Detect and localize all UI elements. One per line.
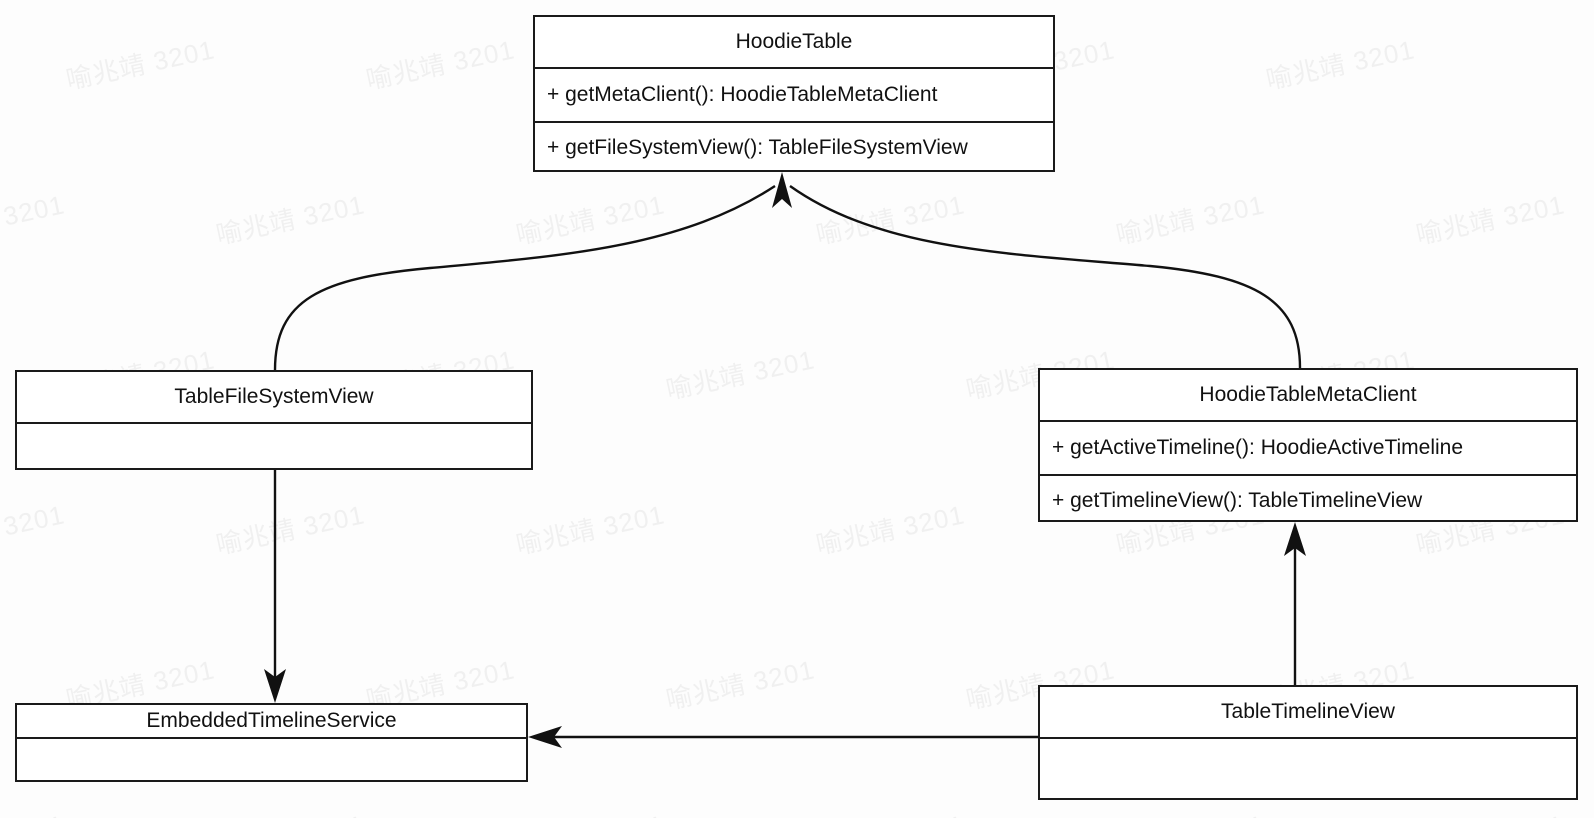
class-member: + getFileSystemView(): TableFileSystemVi… [535,121,1053,173]
watermark-text: 喻兆靖 3201 [513,499,668,561]
class-name-table-file-system-view: TableFileSystemView [17,372,531,424]
arrowhead-into-hoodietable [772,172,792,208]
watermark-text: 喻兆靖 3201 [363,34,518,96]
edge-hoodietablemetaclient-to-hoodietable [789,185,1302,369]
class-box-hoodie-table-meta-client[interactable]: HoodieTableMetaClient + getActiveTimelin… [1038,368,1578,522]
arrowhead-into-hoodietablemetaclient-bottom [1284,522,1306,556]
class-box-table-timeline-view[interactable]: TableTimelineView [1038,685,1578,800]
class-member: + getMetaClient(): HoodieTableMetaClient [547,83,938,106]
class-name-hoodie-table-meta-client: HoodieTableMetaClient [1040,370,1576,422]
class-box-hoodie-table[interactable]: HoodieTable + getMetaClient(): HoodieTab… [533,15,1055,172]
watermark-text: 喻兆靖 3201 [1113,189,1268,251]
watermark-text: 喻兆靖 3201 [813,189,968,251]
watermark-text: 喻兆靖 3201 [1413,189,1568,251]
arrowhead-into-embeddedtimelineservice-top [264,669,286,703]
watermark-text: 喻兆靖 3201 [663,654,818,716]
class-members-hoodie-table: + getMetaClient(): HoodieTableMetaClient… [535,69,1053,173]
class-box-embedded-timeline-service[interactable]: EmbeddedTimelineService [15,703,528,782]
watermark-text: 喻兆靖 3201 [63,34,218,96]
watermark-text: 喻兆靖 3201 [812,804,967,818]
class-name-hoodie-table: HoodieTable [535,17,1053,69]
class-member: + getTimelineView(): TableTimelineView [1040,474,1576,526]
watermark-text: 喻兆靖 3201 [213,189,368,251]
class-members-table-file-system-view [17,424,531,520]
watermark-text: 喻兆靖 3201 [512,804,667,818]
watermark-text: 喻兆靖 3201 [1263,34,1418,96]
class-member: + getActiveTimeline(): HoodieActiveTimel… [1052,436,1464,459]
class-members-hoodie-table-meta-client: + getActiveTimeline(): HoodieActiveTimel… [1040,422,1576,526]
watermark-text: 喻兆靖 3201 [663,344,818,406]
watermark-text: 喻兆靖 3201 [0,189,68,250]
arrowhead-into-embeddedtimelineservice-right [528,726,562,748]
class-members-table-timeline-view [1040,739,1576,818]
class-name-table-timeline-view: TableTimelineView [1040,687,1576,739]
class-members-embedded-timeline-service [17,739,526,814]
watermark-text: 喻兆靖 3201 [813,499,968,561]
class-name-embedded-timeline-service: EmbeddedTimelineService [17,705,526,739]
class-box-table-file-system-view[interactable]: TableFileSystemView [15,370,533,470]
edge-tablefilesystemview-to-hoodietable [273,184,776,371]
watermark-text: 喻兆靖 3201 [513,189,668,251]
